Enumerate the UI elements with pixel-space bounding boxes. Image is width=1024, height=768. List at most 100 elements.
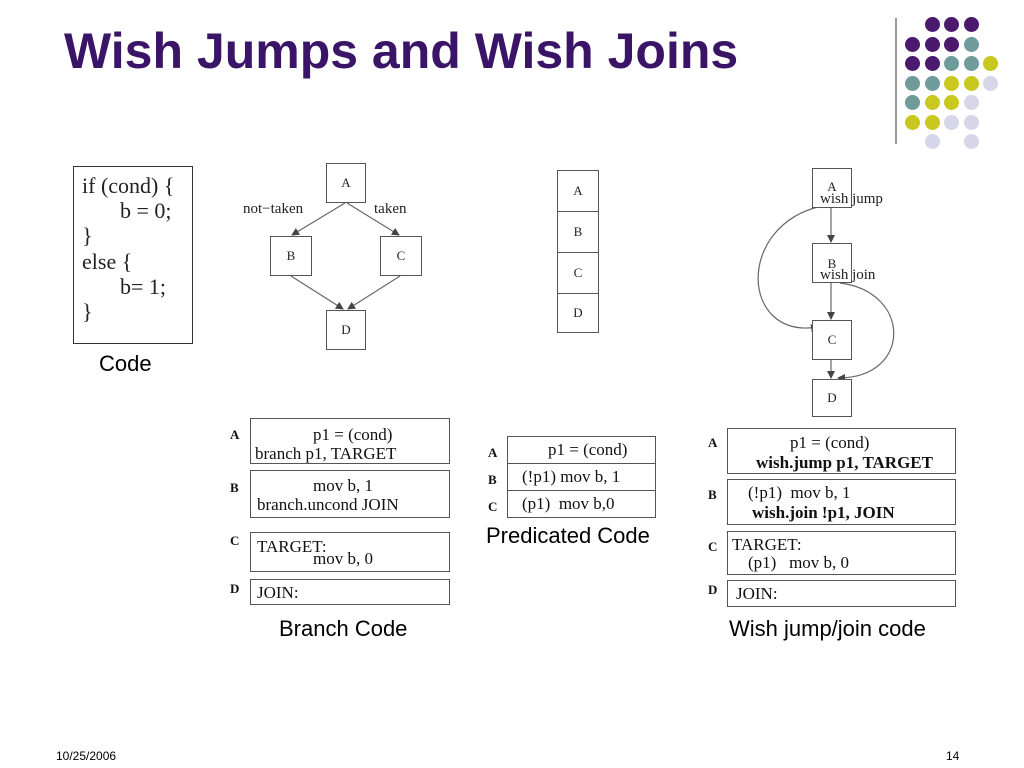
branch-cfg-node-d: D xyxy=(326,310,366,350)
wish-code-line: JOIN: xyxy=(736,584,778,603)
wish-row-label: B xyxy=(708,487,717,502)
decorative-dot xyxy=(924,75,940,91)
decorative-dot xyxy=(963,56,979,71)
edge-c-d xyxy=(347,275,401,310)
decorative-dot xyxy=(924,17,940,32)
decorative-dot xyxy=(905,95,920,110)
code-line: if (cond) { xyxy=(82,173,175,198)
edge-a-c xyxy=(346,202,400,236)
branch-cfg-node-b: B xyxy=(270,236,312,276)
predicated-code-row-b: (!p1) mov b, 1 xyxy=(507,463,656,491)
code-line: else { xyxy=(82,249,133,274)
footer-page-number: 14 xyxy=(946,749,960,763)
wish-code-line: wish.join !p1, JOIN xyxy=(752,503,895,522)
decorative-dot xyxy=(963,36,979,52)
branch-cfg-node-c: C xyxy=(380,236,422,276)
predicated-cfg-node-d: D xyxy=(557,293,599,333)
edge-a-b xyxy=(291,202,346,236)
wish-code-block-d: JOIN: xyxy=(727,580,956,607)
decorative-dot xyxy=(983,75,998,91)
wish-row-label: C xyxy=(708,539,718,554)
branch-row-label: D xyxy=(230,581,240,596)
decorative-dot xyxy=(924,56,940,71)
code-caption: Code xyxy=(99,351,152,376)
decorative-dot xyxy=(983,56,998,71)
branch-cfg-node-a: A xyxy=(326,163,366,203)
branch-code-line: TARGET: xyxy=(257,537,327,556)
decorative-dot xyxy=(924,95,940,110)
code-line: } xyxy=(82,299,93,324)
slide-title: Wish Jumps and Wish Joins xyxy=(64,23,739,79)
branch-code-line: mov b, 1 xyxy=(313,476,373,495)
decorative-dot xyxy=(944,75,959,91)
wish-code-block-a: p1 = (cond) wish.jump p1, TARGET xyxy=(727,428,956,474)
decorative-dot xyxy=(924,36,940,52)
decorative-dot xyxy=(924,114,940,130)
decorative-dot xyxy=(905,75,920,91)
predicated-code-row-c: (p1) mov b,0 xyxy=(507,490,656,518)
edge-b-d xyxy=(290,275,344,310)
predicated-row-label: B xyxy=(488,472,497,487)
decorative-dot xyxy=(963,134,979,149)
wish-cfg-node-b: B xyxy=(812,243,852,283)
branch-row-label: B xyxy=(230,480,239,495)
wish-code-line: (p1) mov b, 0 xyxy=(748,553,850,572)
decorative-dot xyxy=(963,17,979,32)
wish-cfg-node-c: C xyxy=(812,320,852,360)
wish-join-label: wish join xyxy=(820,267,876,283)
predicated-code-caption: Predicated Code xyxy=(486,523,650,548)
wish-row-label: D xyxy=(708,582,718,597)
branch-code-block-c: TARGET: mov b, 0 xyxy=(250,532,450,572)
decorative-dot xyxy=(963,114,979,130)
branch-code-line: p1 = (cond) xyxy=(313,425,393,444)
wish-cfg-node-a: A xyxy=(812,168,852,208)
predicated-code-row-a: p1 = (cond) xyxy=(507,436,656,464)
branch-code-line: JOIN: xyxy=(257,583,299,602)
branch-row-label: C xyxy=(230,533,240,548)
branch-row-label: A xyxy=(230,427,240,442)
predicated-cfg-node-b: B xyxy=(557,211,599,253)
decorative-dot xyxy=(944,36,959,52)
branch-code-block-d: JOIN: xyxy=(250,579,450,605)
branch-code-line: branch p1, TARGET xyxy=(255,444,397,463)
predicated-cfg-node-c: C xyxy=(557,252,599,294)
decorative-dot xyxy=(944,114,959,130)
branch-code-caption: Branch Code xyxy=(279,616,408,641)
wish-jump-label: wish jump xyxy=(820,191,883,207)
branch-code-block-a: p1 = (cond) branch p1, TARGET xyxy=(250,418,450,464)
code-line: } xyxy=(82,223,93,248)
wish-code-line: TARGET: xyxy=(732,535,802,554)
wish-jump-arc xyxy=(757,205,823,333)
wish-code-block-b: (!p1) mov b, 1 wish.join !p1, JOIN xyxy=(727,479,956,525)
code-line: b = 0; xyxy=(120,198,172,223)
decorative-dot xyxy=(963,95,979,110)
code-line: b= 1; xyxy=(120,274,167,299)
decorative-dot xyxy=(963,75,979,91)
not-taken-label: not−taken xyxy=(243,201,304,217)
predicated-cfg-node-a: A xyxy=(557,170,599,212)
predicated-row-label: A xyxy=(488,445,498,460)
footer-date: 10/25/2006 xyxy=(56,749,117,763)
taken-label: taken xyxy=(374,201,407,217)
source-code-box: if (cond) { b = 0; } else { b= 1; } xyxy=(73,166,193,344)
decorative-dot xyxy=(944,95,959,110)
predicated-code-text: (p1) mov b,0 xyxy=(522,494,615,513)
decorative-dot xyxy=(924,134,940,149)
branch-code-line: mov b, 0 xyxy=(313,549,373,568)
wish-code-line: (!p1) mov b, 1 xyxy=(748,483,851,502)
wish-join-arc xyxy=(837,282,895,382)
decorative-dot xyxy=(944,17,959,32)
title-divider-line xyxy=(895,18,897,144)
branch-code-line: branch.uncond JOIN xyxy=(257,495,399,514)
branch-code-block-b: mov b, 1 branch.uncond JOIN xyxy=(250,470,450,518)
wish-code-caption: Wish jump/join code xyxy=(729,616,926,641)
wish-code-line: wish.jump p1, TARGET xyxy=(756,453,933,472)
predicated-code-text: p1 = (cond) xyxy=(548,440,628,459)
wish-code-line: p1 = (cond) xyxy=(790,433,870,452)
predicated-row-label: C xyxy=(488,499,498,514)
decorative-dot xyxy=(905,56,920,71)
wish-cfg-node-d: D xyxy=(812,379,852,417)
decorative-dot xyxy=(905,114,920,130)
predicated-code-text: (!p1) mov b, 1 xyxy=(522,467,621,486)
